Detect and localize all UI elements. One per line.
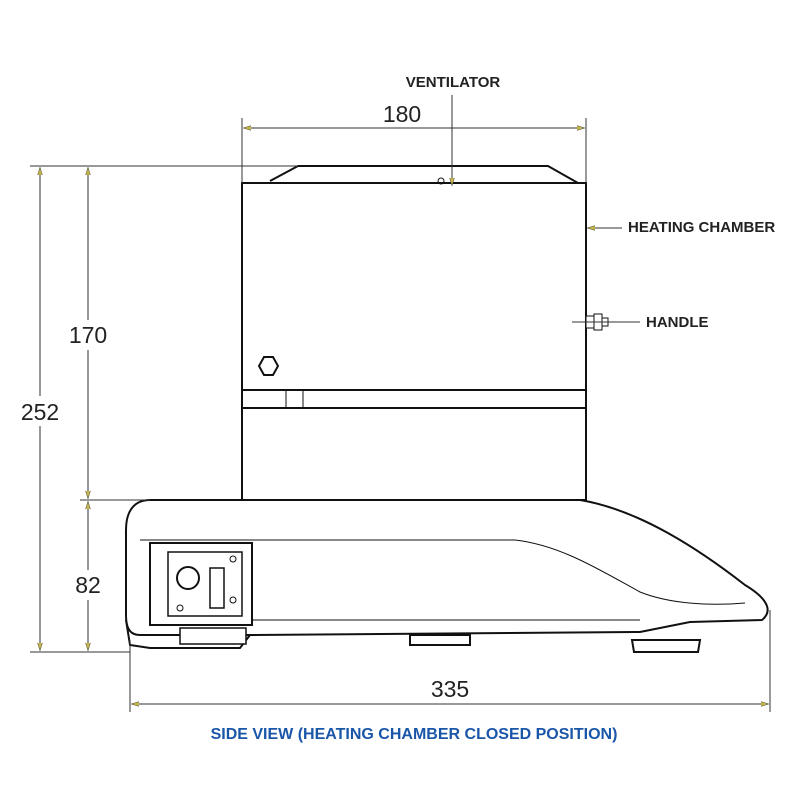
base-unit-body bbox=[125, 499, 769, 653]
ventilator-label: VENTILATOR bbox=[406, 74, 501, 91]
dimension-335-label: 335 bbox=[431, 676, 469, 702]
heating-chamber-body bbox=[241, 165, 587, 501]
heating-chamber-label: HEATING CHAMBER bbox=[628, 219, 775, 236]
serial-port-icon bbox=[209, 567, 225, 609]
dimension-82: 82 bbox=[66, 502, 110, 650]
dimension-180: 180 bbox=[241, 101, 587, 183]
dimension-170: 170 bbox=[62, 168, 150, 501]
ventilator-hole bbox=[437, 177, 445, 185]
dimension-252: 252 bbox=[14, 165, 298, 653]
ventilator-callout: VENTILATOR bbox=[406, 74, 501, 185]
dimension-170-label: 170 bbox=[69, 322, 107, 348]
heating-chamber-callout: HEATING CHAMBER bbox=[588, 219, 775, 236]
dimension-180-label: 180 bbox=[383, 101, 421, 127]
dimension-335: 335 bbox=[129, 610, 771, 712]
dimension-252-label: 252 bbox=[21, 399, 59, 425]
dimension-82-label: 82 bbox=[75, 572, 101, 598]
hex-knob-icon bbox=[257, 356, 280, 376]
connector-panel bbox=[149, 542, 253, 645]
handle-label: HANDLE bbox=[646, 314, 709, 331]
handle-callout: HANDLE bbox=[572, 314, 709, 331]
diagram-caption: SIDE VIEW (HEATING CHAMBER CLOSED POSITI… bbox=[211, 726, 618, 743]
round-connector-icon bbox=[176, 566, 200, 590]
